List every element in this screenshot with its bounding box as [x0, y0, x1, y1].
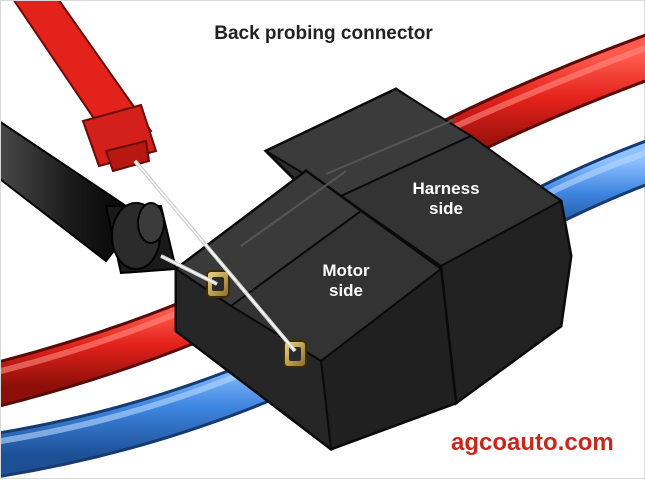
harness-side-label: Harness side: [396, 179, 496, 219]
diagram-title: Back probing connector: [214, 23, 433, 44]
motor-side-label-line2: side: [328, 281, 364, 300]
harness-side-label-line1: Harness: [412, 179, 480, 198]
red-probe-icon: [13, 1, 297, 353]
black-probe-icon: [1, 121, 218, 286]
watermark: agcoauto.com: [451, 429, 614, 456]
motor-side-label-line1: Motor: [322, 261, 370, 280]
connector-icon: [174, 87, 573, 452]
harness-side-label-line2: side: [428, 199, 464, 218]
motor-side-label: Motor side: [301, 261, 391, 301]
